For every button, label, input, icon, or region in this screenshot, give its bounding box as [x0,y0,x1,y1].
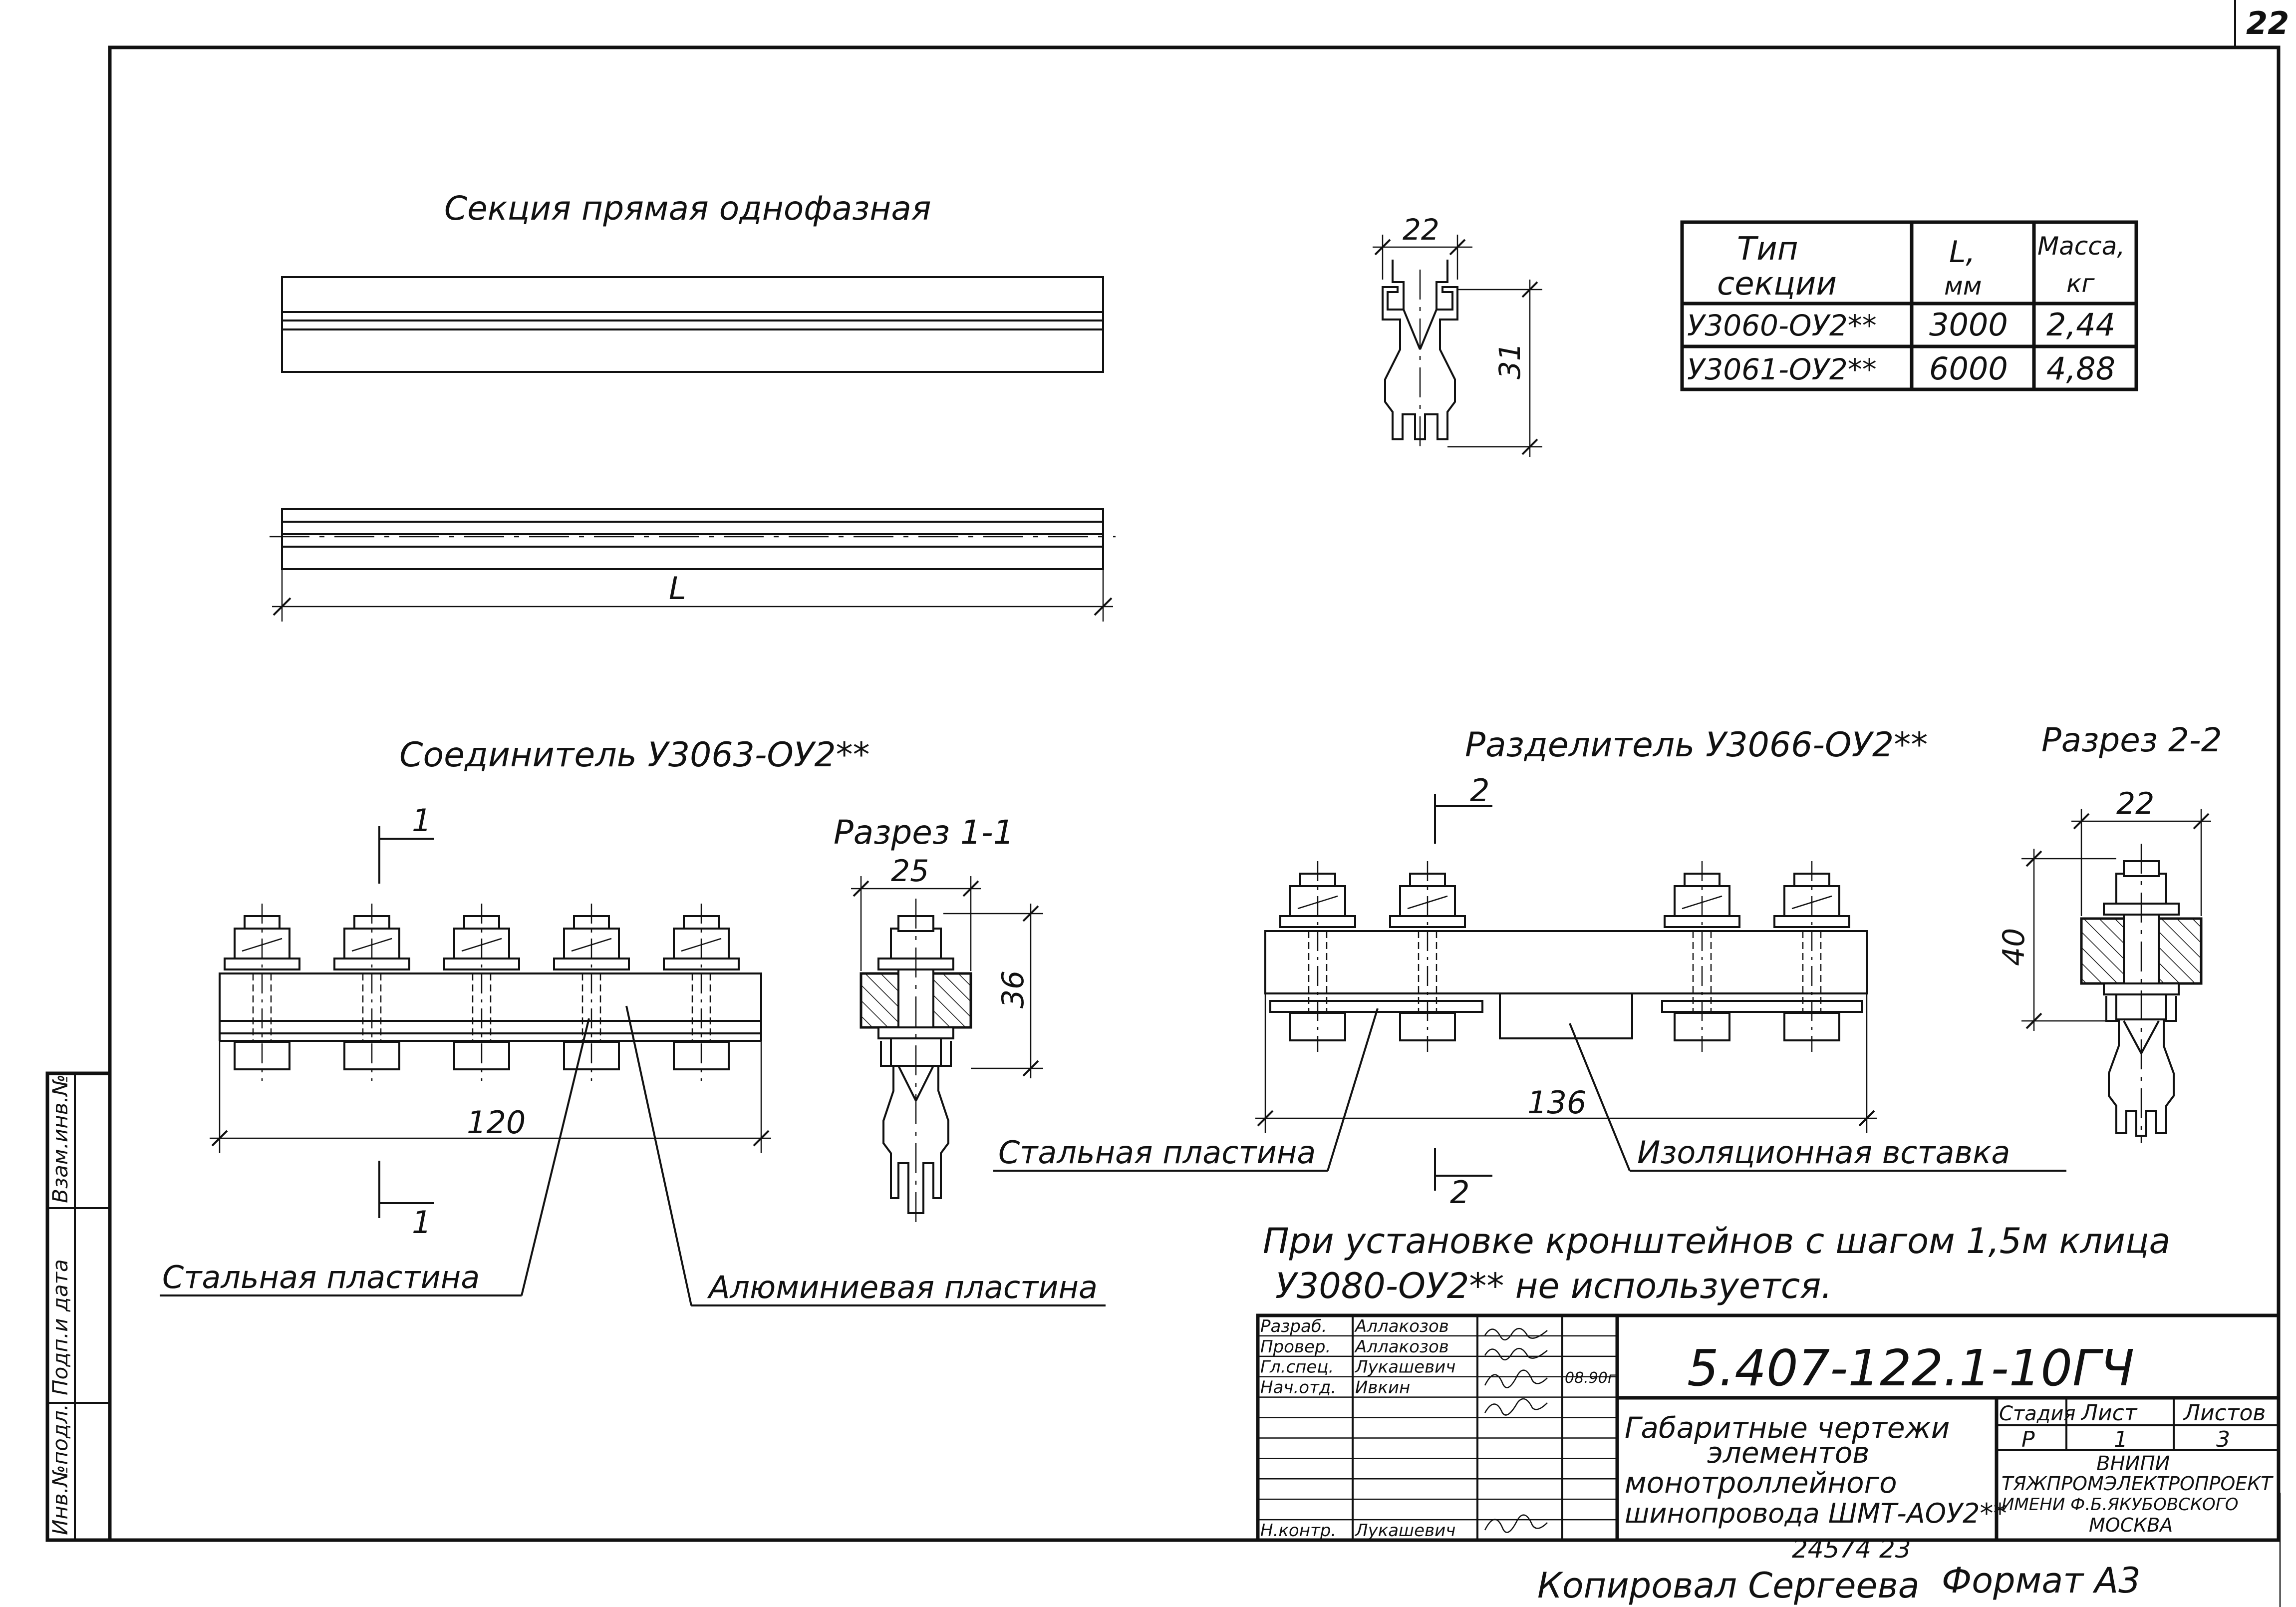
bolt [224,904,300,1081]
title-date: 08.90г. [1565,1369,1620,1387]
title-block-role: Н.контр. [1260,1521,1336,1541]
title-block-role: Нач.отд. [1260,1378,1336,1398]
dim-connector-length: 120 [467,1104,526,1141]
dim-length: L [669,570,686,607]
spec-row-2-length: 6000 [1929,350,2008,387]
bolt [1279,861,1356,1052]
spec-header-length-1: L, [1949,235,1976,270]
profile-cross-section: 22 31 [1373,213,1542,457]
dim-section1-height: 36 [996,970,1031,1008]
separator-drawing: 2 2 136 [993,772,2066,1211]
bolt [553,904,630,1081]
dim-separator-length: 136 [1527,1084,1586,1121]
connector-drawing: 1 1 120 [160,802,1106,1306]
cut2-top-label: 2 [1470,772,1489,809]
signature [1484,1398,1548,1416]
signature [1484,1514,1548,1533]
section-side-view: L [270,508,1116,622]
callout-aluminum-plate: Алюминиевая пластина [707,1269,1098,1305]
cut1-bottom-label: 1 [412,1204,431,1241]
straight-section-title: Секция прямая однофазная [444,189,931,228]
spec-header-type-2: секции [1717,266,1837,303]
signature [1484,1328,1548,1340]
connector-title: Соединитель У3063-ОУ2** [399,735,870,775]
spec-header-mass-2: кг [2066,269,2095,298]
stage-label: Стадия [1999,1402,2075,1425]
section-2-2-drawing: 22 40 [1997,786,2211,1143]
bolt [1389,861,1466,1052]
bolt [1664,861,1740,1052]
title-block-name: Аллакозов [1354,1316,1449,1336]
title-line-2: элементов [1707,1436,1869,1470]
dim-section2-width: 22 [2116,786,2154,821]
sheets-label: Листов [2183,1400,2266,1426]
title-line-4: шинопровода ШМТ-АОУ2** [1625,1498,2007,1529]
inventory-number: 24574 23 [1792,1535,1911,1564]
stage-value: Р [2021,1427,2035,1452]
spec-row-2-mass: 4,88 [2046,350,2115,387]
signature [1484,1369,1548,1388]
title-line-3: монотроллейного [1625,1466,1897,1500]
sheet-value: 1 [2114,1427,2128,1452]
spec-row-1-length: 3000 [1929,307,2008,343]
callout-insulating-insert: Изоляционная вставка [1637,1134,2010,1171]
copied-by: Копировал Сергеева [1537,1565,1920,1606]
document-code: 5.407-122.1-10ГЧ [1687,1339,2134,1397]
left-margin-stamp: Инв.№подл. Подп.и дата Взам.инв.№ [45,1071,112,1542]
org-line-1: ВНИПИ [2096,1452,2170,1475]
margin-label-replace: Взам.инв.№ [48,1074,72,1203]
note-line-2: У3080-ОУ2** не используется. [1275,1266,1832,1306]
sheet-label: Лист [2080,1400,2138,1426]
callout-steel-plate-right: Стальная пластина [998,1134,1316,1171]
signature [1484,1348,1548,1360]
sheet-number-box: 22 [2234,0,2289,47]
dim-section1-width: 25 [891,854,929,889]
spec-header-length-2: мм [1944,272,1982,301]
cut2-bottom-label: 2 [1450,1174,1469,1211]
separator-title: Разделитель У3066-ОУ2** [1465,725,1928,765]
title-block-name: Лукашевич [1354,1521,1455,1541]
sheets-value: 3 [2216,1427,2230,1452]
section-top-view [281,276,1104,373]
title-block-name: Ивкин [1355,1378,1410,1398]
note-line-1: При установке кронштейнов с шагом 1,5м к… [1263,1221,2170,1262]
title-block-role: Провер. [1260,1337,1331,1357]
margin-label-inv: Инв.№подл. [48,1404,72,1535]
org-line-4: МОСКВА [2089,1514,2173,1536]
title-block-role: Разраб. [1260,1316,1327,1336]
title-block-role: Гл.спец. [1260,1357,1334,1377]
bolt [443,904,520,1081]
section-1-1-title: Разрез 1-1 [834,813,1014,852]
org-line-2: ТЯЖПРОМЭЛЕКТРОПРОЕКТ [2002,1473,2274,1495]
title-block-name: Лукашевич [1354,1357,1455,1377]
callout-steel-plate-left: Стальная пластина [162,1259,480,1295]
dim-profile-height: 31 [1493,342,1527,379]
org-line-3: ИМЕНИ Ф.Б.ЯКУБОВСКОГО [2002,1495,2239,1515]
dim-profile-width: 22 [1403,213,1439,247]
margin-label-sign: Подп.и дата [48,1259,72,1395]
section-2-2-title: Разрез 2-2 [2041,721,2222,759]
sheet-number: 22 [2246,5,2289,41]
title-block: Разраб.АллакозовПровер.АллакозовГл.спец.… [1256,1313,2281,1542]
spec-header-mass-1: Масса, [2037,232,2125,261]
dim-section2-height: 40 [1997,928,2031,966]
spec-row-1-type: У3060-ОУ2** [1687,309,1877,342]
section-1-1-drawing: 25 36 [851,854,1043,1223]
spec-row-1-mass: 2,44 [2046,307,2115,343]
bolt [333,904,410,1081]
title-line-1: Габаритные чертежи [1625,1411,1950,1445]
spec-row-2-type: У3061-ОУ2** [1687,352,1877,386]
spec-header-type-1: Тип [1737,231,1798,268]
sheet-format: Формат А3 [1942,1560,2141,1601]
spec-table: Тип секции L, мм Масса, кг У3060-ОУ2** 3… [1680,220,2138,391]
bolt [663,904,740,1081]
title-block-name: Аллакозов [1354,1337,1449,1357]
bolt [1773,861,1850,1052]
sheet-frame [108,45,2281,1542]
cut1-top-label: 1 [412,802,431,839]
